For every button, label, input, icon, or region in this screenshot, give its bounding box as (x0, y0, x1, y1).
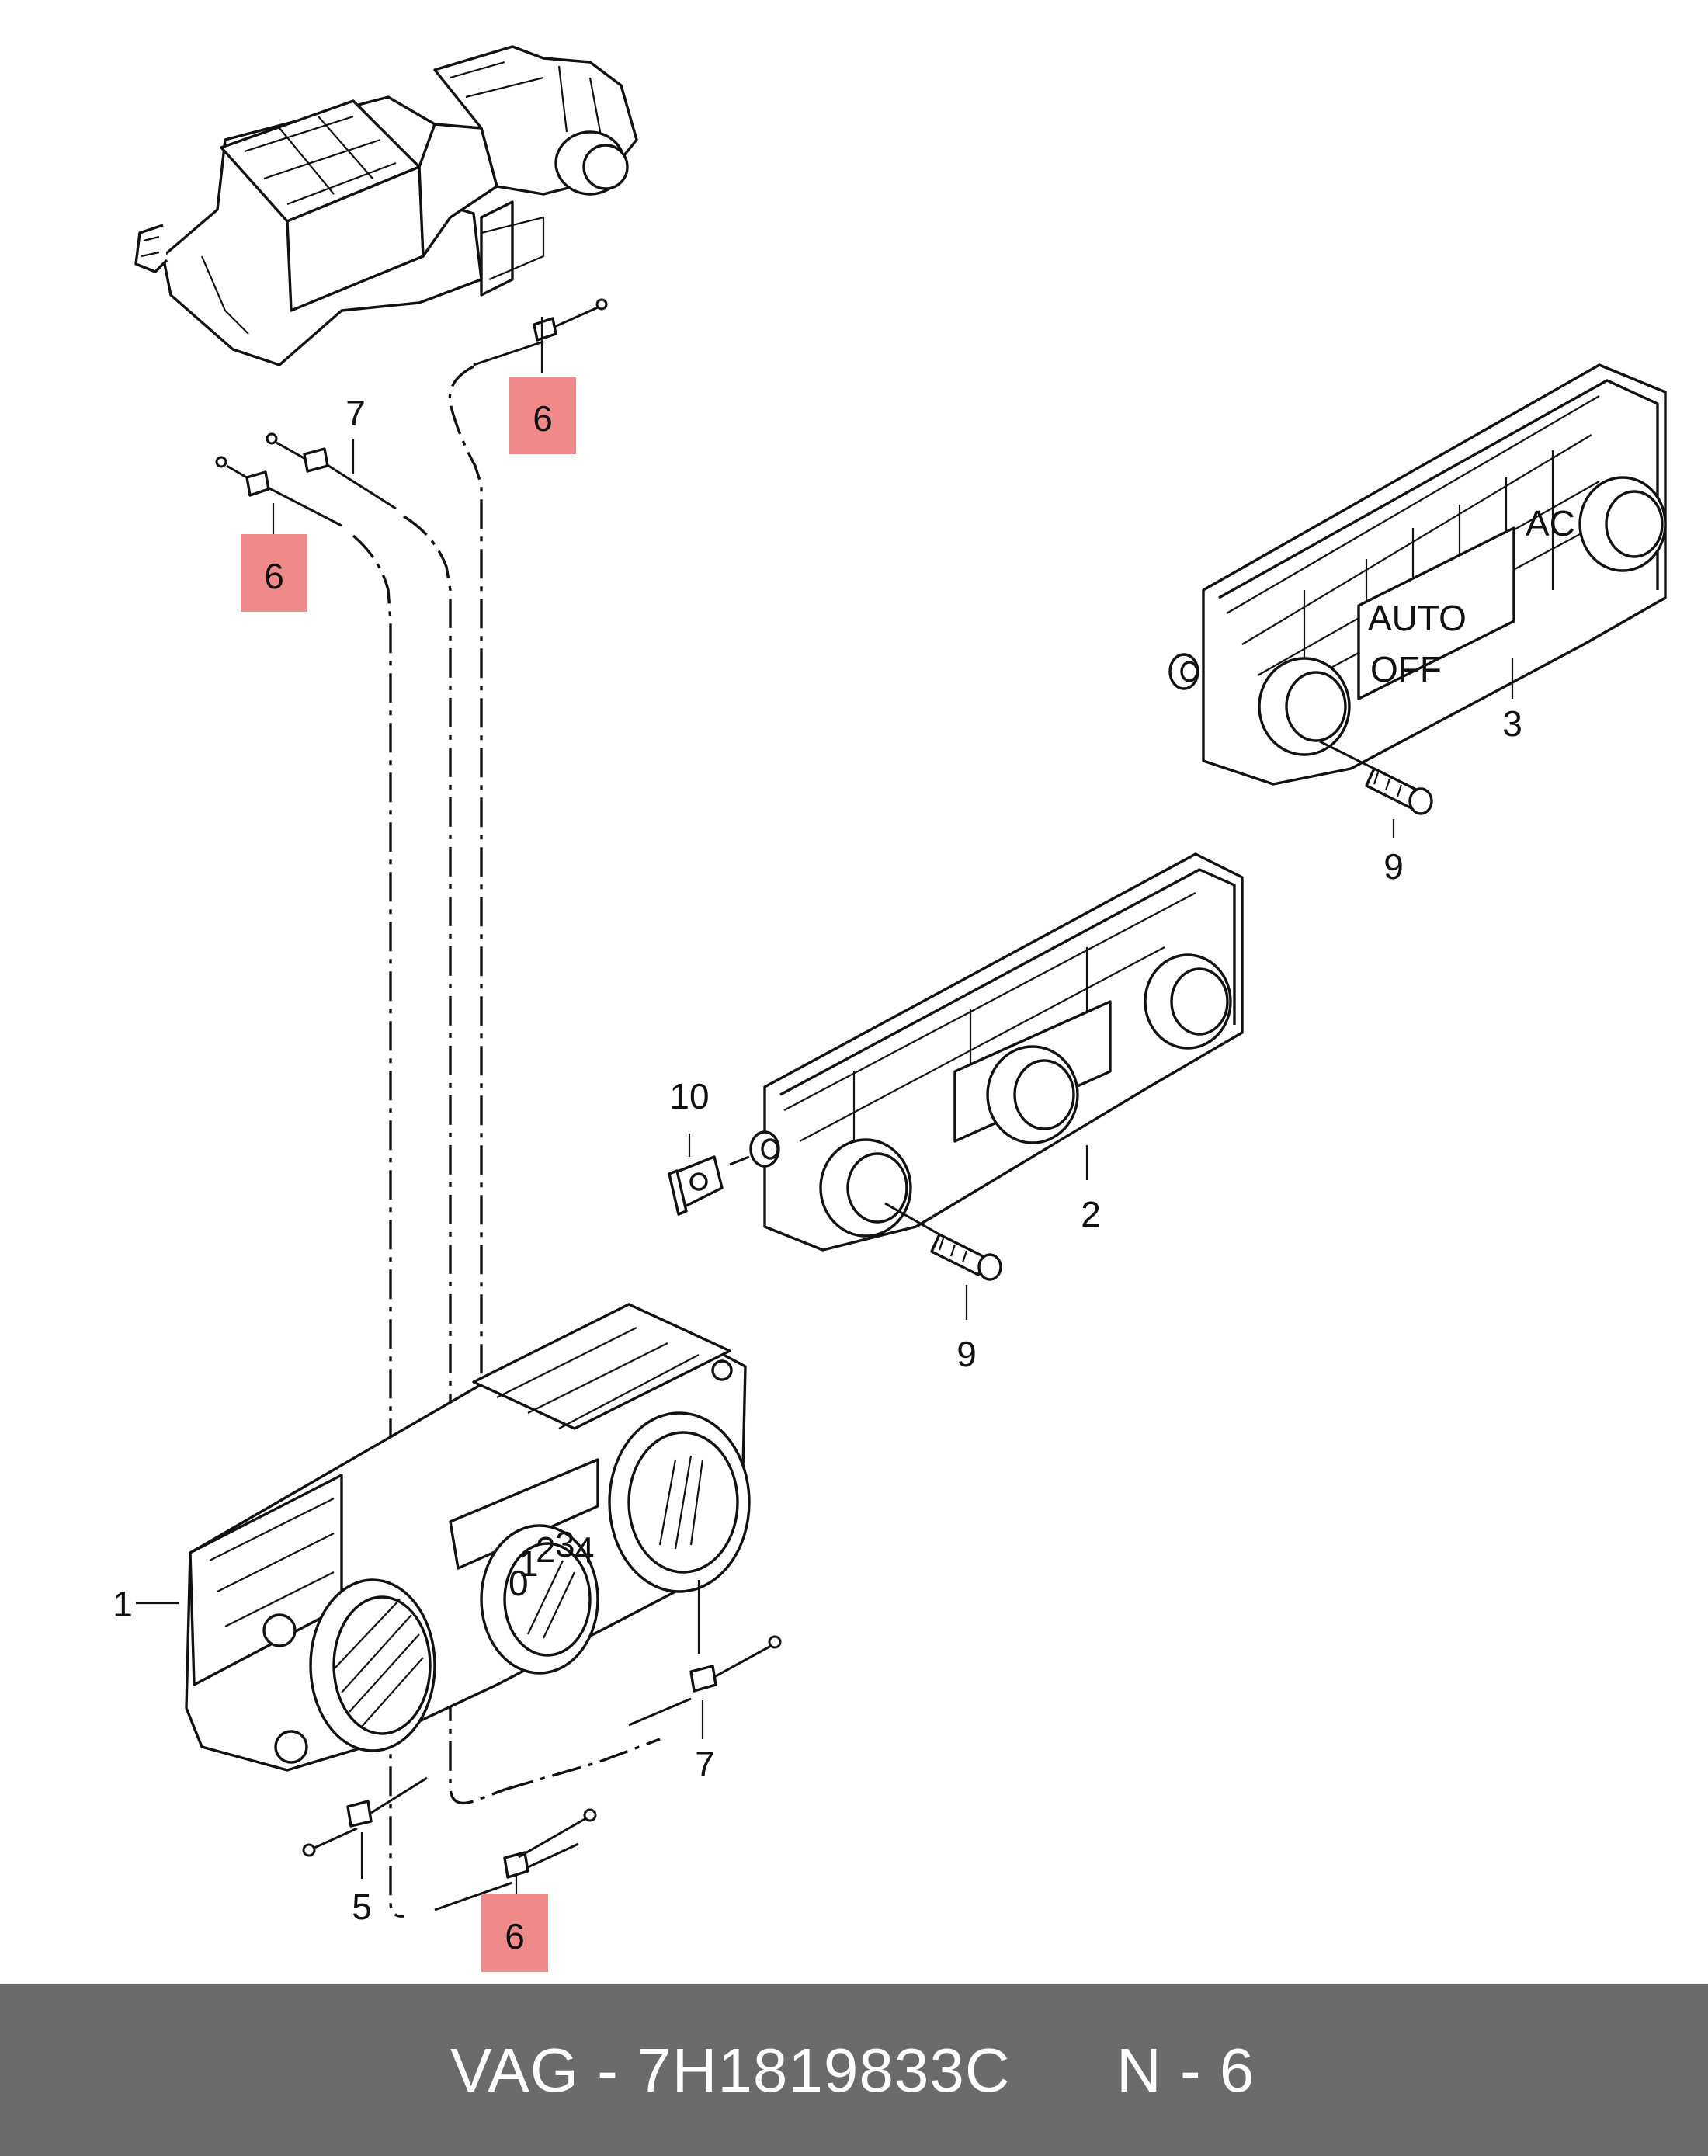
leader-lines (136, 317, 1514, 1894)
clip-10 (668, 1155, 750, 1216)
off-button-label: OFF (1370, 649, 1442, 689)
cable-routing (215, 298, 782, 1918)
callout-6c-highlight (481, 1894, 548, 1972)
callout-7b: 7 (695, 1744, 715, 1784)
auto-button-label: AUTO (1368, 598, 1467, 638)
screw-9-middle (884, 1202, 1002, 1281)
callout-6b: 6 (264, 556, 284, 596)
callout-1: 1 (113, 1584, 133, 1624)
screw-9-upper (1319, 740, 1433, 815)
control-unit-2 (749, 852, 1244, 1252)
fan-mark-4: 4 (575, 1529, 595, 1570)
callout-6a-highlight (509, 377, 576, 454)
footer-bar: VAG - 7H1819833C N - 6 (0, 1984, 1708, 2156)
fan-mark-3: 3 (555, 1524, 575, 1564)
parts-diagram: AUTO OFF AC (113, 45, 1667, 1972)
control-unit-1: 0 1 2 3 4 (185, 1303, 751, 1772)
control-unit-3: AUTO OFF AC (1168, 363, 1667, 786)
callout-2: 2 (1081, 1194, 1101, 1234)
callout-9a: 9 (1383, 846, 1404, 887)
part-number: VAG - 7H1819833C (450, 2036, 1011, 2105)
callout-5: 5 (352, 1887, 372, 1927)
fan-mark-2: 2 (536, 1529, 556, 1570)
heater-box (134, 45, 638, 366)
callout-3: 3 (1502, 703, 1522, 744)
callouts: 6 6 6 7 7 3 9 2 10 9 1 5 (113, 377, 1522, 1972)
fan-mark-1: 1 (519, 1543, 539, 1584)
callout-7a: 7 (345, 393, 366, 433)
callout-10: 10 (669, 1076, 709, 1116)
callout-6c: 6 (505, 1916, 525, 1956)
callout-6b-highlight (241, 534, 307, 612)
page-reference: N - 6 (1116, 2036, 1255, 2105)
ac-button-label: AC (1526, 503, 1575, 543)
callout-9b: 9 (956, 1334, 977, 1374)
callout-6a: 6 (533, 398, 553, 439)
fan-mark-0: 0 (509, 1563, 529, 1603)
